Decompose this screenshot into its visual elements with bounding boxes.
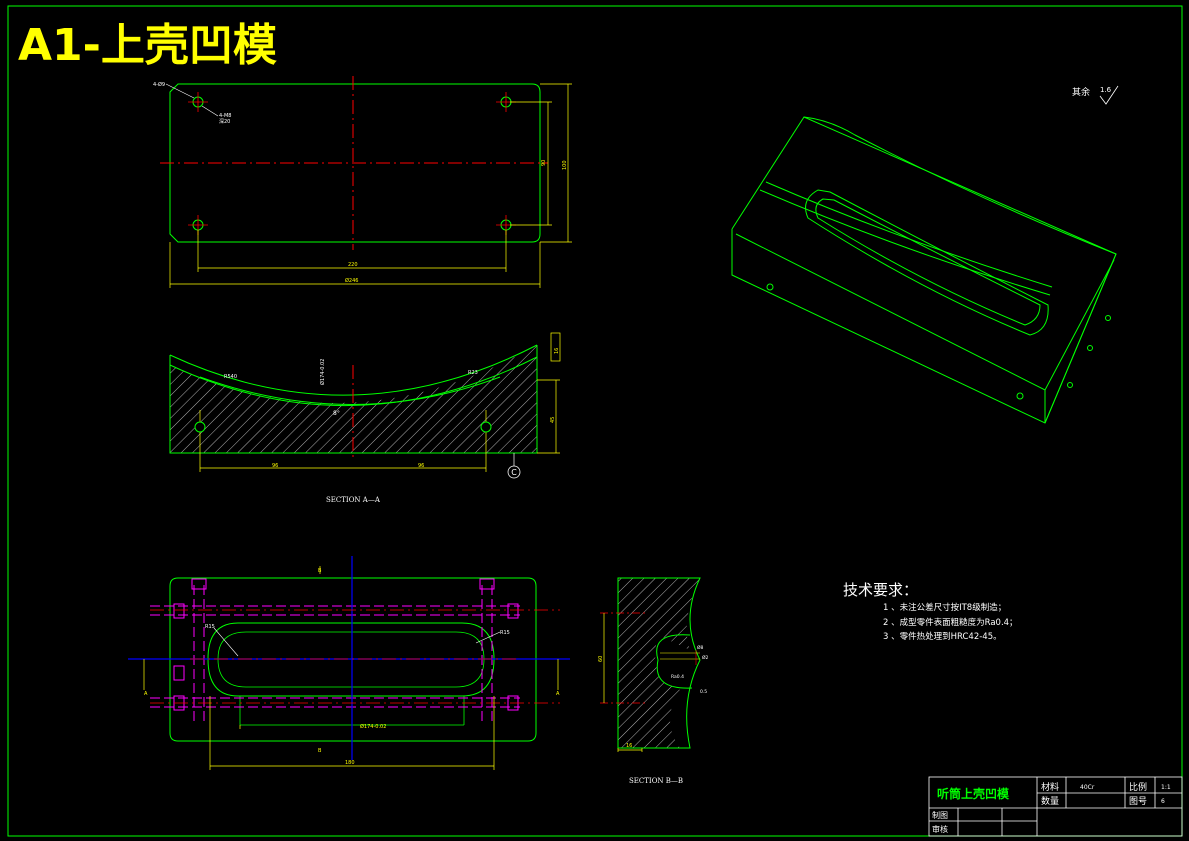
radius-note-right: R23 (468, 370, 478, 376)
section-b-dim-width: 16 (626, 743, 632, 749)
angle-note: 8° (333, 410, 340, 417)
roughness-label: 其余 (1072, 86, 1090, 98)
dim-inner-width: 220 (348, 262, 358, 268)
tech-requirements: 技术要求： 1 、未注公差尺寸按IT8级制造； 2 、成型零件表面粗糙度为Ra0… (843, 581, 1018, 642)
dim-height: 45 (550, 417, 556, 423)
dim-overall-height: 100 (562, 160, 568, 170)
roughness-symbol (1099, 85, 1119, 105)
material-value: 40Cr (1080, 784, 1095, 791)
checked-label: 审核 (932, 824, 948, 834)
drawing-no-value: 6 (1161, 798, 1165, 805)
tech-title: 技术要求： (843, 581, 918, 599)
section-b-outline (617, 577, 701, 749)
part-name: 听筒上壳凹模 (937, 786, 1010, 801)
section-mark-b-bottom: B (318, 748, 322, 754)
top-view-dimensions (169, 83, 572, 288)
dim-inner-height: 90 (541, 160, 547, 166)
dim-left: 96 (272, 463, 278, 469)
section-b-dim-height: 60 (598, 656, 604, 662)
dim-top-box (550, 332, 561, 362)
scale-label: 比例 (1129, 781, 1147, 793)
datum-symbol (507, 465, 521, 479)
top-view: 4-Ø9 4-M8 深20 220 Ø246 90 100 (153, 76, 572, 288)
material-label: 材料 (1041, 781, 1059, 793)
section-a-caption: SECTION A—A (326, 496, 381, 504)
sheet-title: A1-上壳凹模 (18, 20, 277, 71)
tech-item-1: 1 、未注公差尺寸按IT8级制造； (883, 602, 1006, 613)
section-b-note-2: Ø2 (702, 654, 709, 661)
tech-item-2: 2 、成型零件表面粗糙度为Ra0.4； (883, 617, 1018, 628)
plan-radius-left: R15 (205, 624, 215, 630)
section-a-outline (169, 345, 538, 454)
depth-note: Ø174-0.02 (319, 359, 326, 385)
sheet-border (7, 5, 1183, 837)
drawn-label: 制图 (932, 810, 948, 820)
hole-note-3: 深20 (219, 118, 230, 125)
radius-note-left: R540 (224, 374, 237, 380)
dim-top-box-label: 16 (554, 348, 560, 354)
drawing-no-label: 图号 (1129, 796, 1147, 807)
dim-right: 96 (418, 463, 424, 469)
section-mark-b-top: B (318, 568, 322, 574)
dim-overall-width: Ø246 (345, 277, 358, 284)
plan-dim-inner: Ø174-0.02 (360, 723, 386, 730)
scale-value: 1:1 (1161, 784, 1171, 791)
title-block: 听筒上壳凹模 材料 40Cr 比例 1:1 数量 图号 6 制图 审核 (928, 776, 1183, 837)
datum-letter: C (511, 468, 517, 477)
section-a-a: R540 R23 Ø174-0.02 8° 96 96 45 16 C SECT… (169, 332, 561, 504)
isometric-view (731, 116, 1117, 424)
roughness-note: 其余 1.6 (1072, 85, 1119, 105)
cooling-channels (150, 578, 520, 722)
section-b-caption: SECTION B—B (629, 777, 683, 785)
tech-item-3: 3 、零件热处理到HRC42-45。 (883, 631, 1002, 642)
roughness-value: 1.6 (1100, 86, 1112, 94)
hole-note-1: 4-Ø9 (153, 81, 165, 88)
plan-outline (169, 577, 537, 742)
section-b-b: 60 16 Ø8 Ø2 Ra0.4 0.5 SECTION B—B (598, 577, 709, 785)
section-b-note-4: 0.5 (700, 689, 707, 695)
plan-view: R15 R15 Ø174-0.02 180 B B A A (128, 556, 570, 770)
section-mark-a-right: A (556, 691, 560, 697)
plan-radius-right: R15 (500, 630, 510, 636)
plan-dim-outer: 180 (345, 760, 355, 766)
top-view-outline (169, 83, 541, 243)
hole-note-2: 4-M8 (219, 113, 231, 119)
section-b-note-3: Ra0.4 (671, 674, 684, 680)
section-mark-a-left: A (144, 691, 148, 697)
section-b-note-1: Ø8 (697, 644, 704, 651)
quantity-label: 数量 (1041, 795, 1059, 807)
